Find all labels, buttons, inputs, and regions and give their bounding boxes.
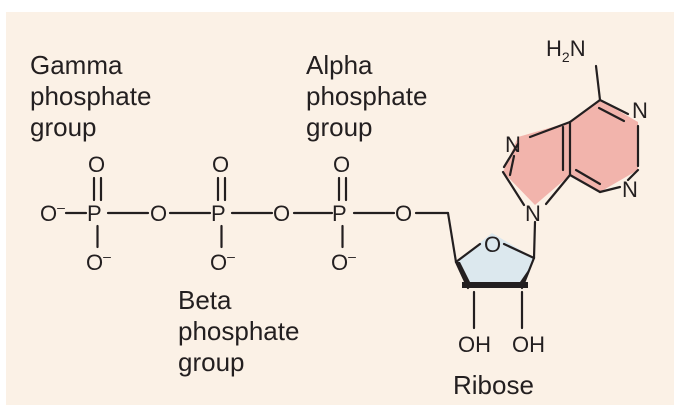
gamma-label-line-1: Gamma	[30, 50, 123, 80]
alpha-label-line-1: Alpha	[306, 50, 373, 80]
beta-double-oxygen: O	[212, 152, 229, 177]
terminal-oxygen: O–	[40, 199, 65, 226]
diagram-panel	[6, 12, 674, 405]
gamma-label-line-2: phosphate	[30, 81, 152, 111]
alpha-label-line-2: phosphate	[306, 81, 428, 111]
alpha-phosphorus: P	[332, 201, 347, 226]
adenine-n3: N	[622, 177, 638, 202]
adenine-n9: N	[525, 201, 541, 226]
ribose-label: Ribose	[453, 370, 534, 400]
phosphate-chain-atoms: O– P O O– O P O O– O P O O– O	[40, 152, 412, 275]
ribose-hydroxyl-left: OH	[458, 332, 491, 357]
bridging-oxygen-1: O	[150, 201, 167, 226]
beta-phosphorus: P	[211, 201, 226, 226]
gamma-phosphate-label: Gamma phosphate group	[30, 50, 151, 143]
gamma-phosphorus: P	[87, 201, 102, 226]
adenine-amine-group: H2N	[546, 36, 586, 65]
beta-phosphate-label: Beta phosphate group	[178, 285, 299, 378]
beta-label-line-3: group	[178, 347, 245, 377]
alpha-lower-oxygen: O–	[331, 248, 356, 275]
beta-lower-oxygen: O–	[210, 248, 235, 275]
alpha-label-line-3: group	[306, 112, 373, 142]
ester-oxygen: O	[395, 201, 412, 226]
adenine-n1: N	[632, 98, 648, 123]
adenine-atoms: N N N N H2N	[505, 36, 648, 226]
adenine-five-ring	[503, 122, 570, 205]
alpha-double-oxygen: O	[333, 152, 350, 177]
alpha-phosphate-label: Alpha phosphate group	[306, 50, 427, 143]
bridging-oxygen-2: O	[273, 201, 290, 226]
bond-lines	[64, 64, 640, 330]
beta-label-line-1: Beta	[178, 285, 232, 315]
ribose-hydroxyl-right: OH	[512, 332, 545, 357]
adenine-n7: N	[505, 132, 521, 157]
gamma-lower-oxygen: O–	[86, 248, 111, 275]
beta-label-line-2: phosphate	[178, 316, 300, 346]
gamma-double-oxygen: O	[88, 152, 105, 177]
ribose-ring-oxygen: O	[484, 232, 501, 257]
ribose-atoms: O OH OH	[458, 232, 545, 357]
adenine-six-ring	[570, 100, 638, 192]
gamma-label-line-3: group	[30, 112, 97, 142]
